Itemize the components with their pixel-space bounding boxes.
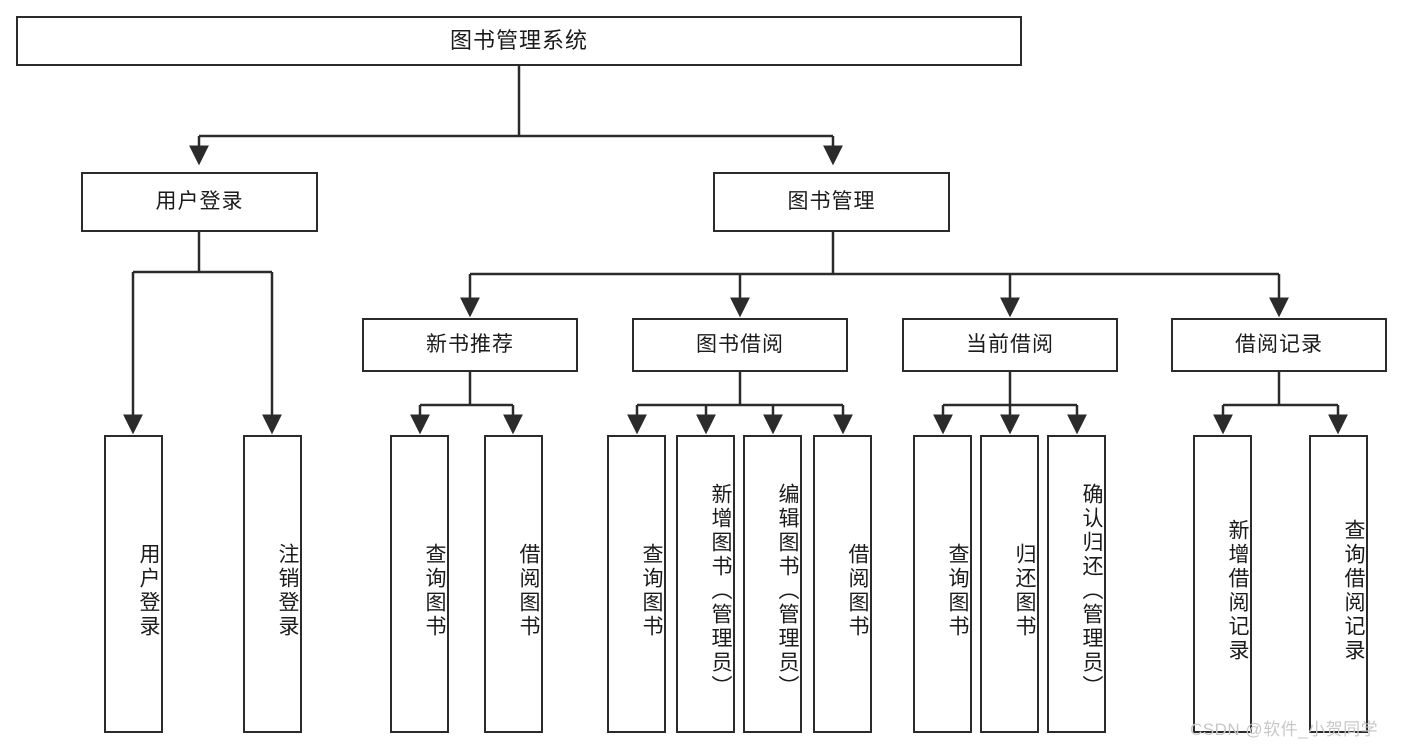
leaf-logout[interactable]: 注销登录: [243, 435, 302, 733]
leaf-edit-book-admin[interactable]: 编辑图书（管理员）: [743, 435, 802, 733]
node-label: 查询借阅记录: [1342, 519, 1365, 663]
node-label: 用户登录: [155, 189, 244, 213]
node-label: 查询图书: [423, 543, 446, 639]
leaf-user-login[interactable]: 用户登录: [104, 435, 163, 733]
leaf-query-borrow-record[interactable]: 查询借阅记录: [1309, 435, 1368, 733]
leaf-return-book[interactable]: 归还图书: [980, 435, 1039, 733]
leaf-query-book-borrow[interactable]: 查询图书: [607, 435, 666, 733]
node-label: 当前借阅: [966, 332, 1054, 356]
node-label: 归还图书: [1013, 543, 1036, 639]
node-label: 图书借阅: [696, 332, 784, 356]
leaf-borrow-book[interactable]: 借阅图书: [813, 435, 872, 733]
node-label: 新增图书（管理员）: [709, 483, 732, 699]
leaf-query-book-recommend[interactable]: 查询图书: [390, 435, 449, 733]
node-label: 查询图书: [640, 543, 663, 639]
node-user-login[interactable]: 用户登录: [81, 172, 318, 232]
node-borrow-record[interactable]: 借阅记录: [1171, 318, 1387, 372]
node-system-root[interactable]: 图书管理系统: [16, 16, 1022, 66]
node-label: 编辑图书（管理员）: [776, 483, 799, 699]
leaf-add-book-admin[interactable]: 新增图书（管理员）: [676, 435, 735, 733]
node-label: 借阅图书: [846, 543, 869, 639]
leaf-query-book-current[interactable]: 查询图书: [913, 435, 972, 733]
leaf-add-borrow-record[interactable]: 新增借阅记录: [1193, 435, 1252, 733]
node-new-book-recommend[interactable]: 新书推荐: [362, 318, 578, 372]
node-label: 借阅记录: [1235, 332, 1323, 356]
node-label: 新增借阅记录: [1226, 519, 1249, 663]
node-label: 查询图书: [946, 543, 969, 639]
node-label: 用户登录: [137, 543, 160, 639]
node-label: 确认归还（管理员）: [1080, 483, 1103, 699]
csdn-watermark: CSDN @软件_小贺同学: [1190, 720, 1379, 739]
node-current-borrow[interactable]: 当前借阅: [902, 318, 1118, 372]
node-label: 新书推荐: [426, 332, 514, 356]
node-label: 注销登录: [276, 543, 299, 639]
node-book-management[interactable]: 图书管理: [713, 172, 950, 232]
node-label: 借阅图书: [517, 543, 540, 639]
leaf-confirm-return-admin[interactable]: 确认归还（管理员）: [1047, 435, 1106, 733]
node-label: 图书管理: [787, 189, 876, 213]
node-label: 图书管理系统: [449, 28, 588, 54]
node-book-borrow[interactable]: 图书借阅: [632, 318, 848, 372]
leaf-borrow-book-recommend[interactable]: 借阅图书: [484, 435, 543, 733]
